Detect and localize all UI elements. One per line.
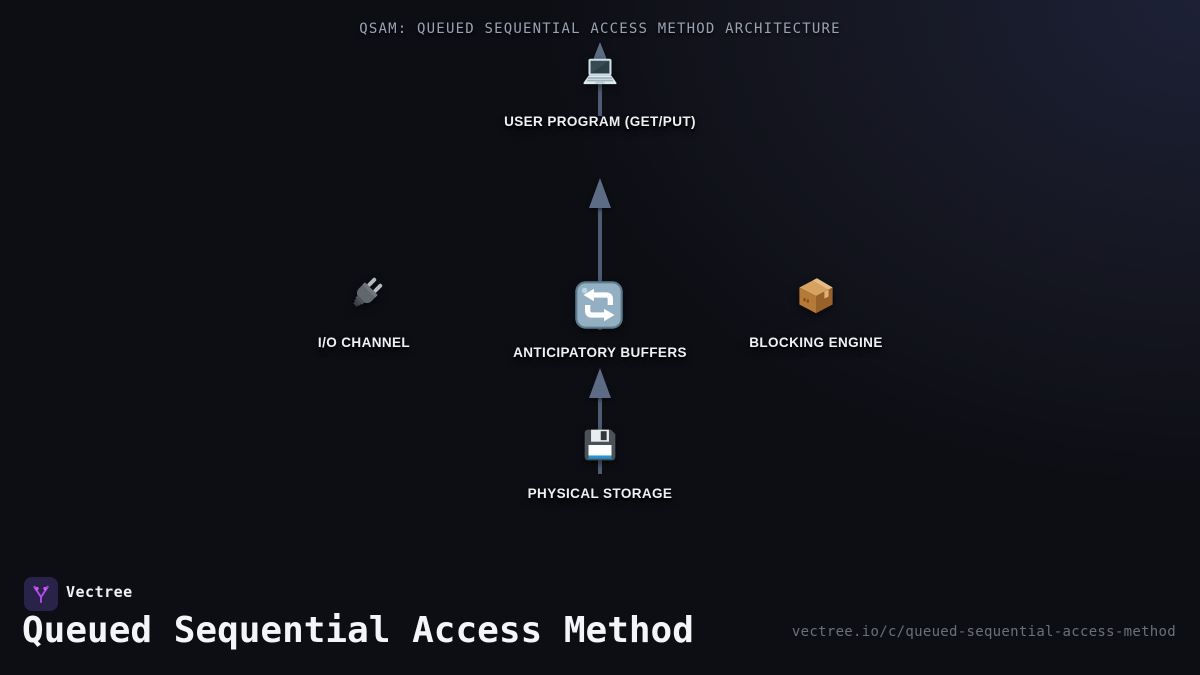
package-icon	[799, 278, 833, 314]
diagram-title: QSAM: QUEUED SEQUENTIAL ACCESS METHOD AR…	[359, 21, 841, 37]
counterclockwise-arrows-icon	[575, 281, 623, 329]
node-io-channel	[340, 272, 388, 320]
electric-plug-icon	[353, 277, 383, 307]
arrow-line	[598, 64, 602, 116]
page-title: Queued Sequential Access Method	[22, 610, 694, 651]
laptop-icon	[583, 58, 617, 85]
label-blocking-engine: BLOCKING ENGINE	[749, 335, 883, 350]
node-physical-storage	[576, 421, 624, 469]
floppy-disk-icon	[584, 429, 616, 461]
edge-arrow-buffers-to-user-program	[589, 178, 611, 330]
node-anticipatory-buffers	[575, 281, 623, 329]
arrow-line	[598, 202, 602, 330]
label-user-program: USER PROGRAM (GET/PUT)	[504, 114, 696, 129]
arrow-head	[589, 368, 611, 398]
page-url: vectree.io/c/queued-sequential-access-me…	[791, 624, 1176, 640]
label-anticipatory-buffers: ANTICIPATORY BUFFERS	[513, 345, 687, 360]
vectree-branch-icon	[24, 577, 58, 611]
arrow-head	[589, 178, 611, 208]
vectree-logo	[24, 577, 58, 611]
label-physical-storage: PHYSICAL STORAGE	[527, 486, 673, 501]
node-blocking-engine	[792, 272, 840, 320]
label-io-channel: I/O CHANNEL	[317, 335, 411, 350]
node-user-program	[576, 52, 624, 100]
brand-name: Vectree	[66, 583, 133, 601]
